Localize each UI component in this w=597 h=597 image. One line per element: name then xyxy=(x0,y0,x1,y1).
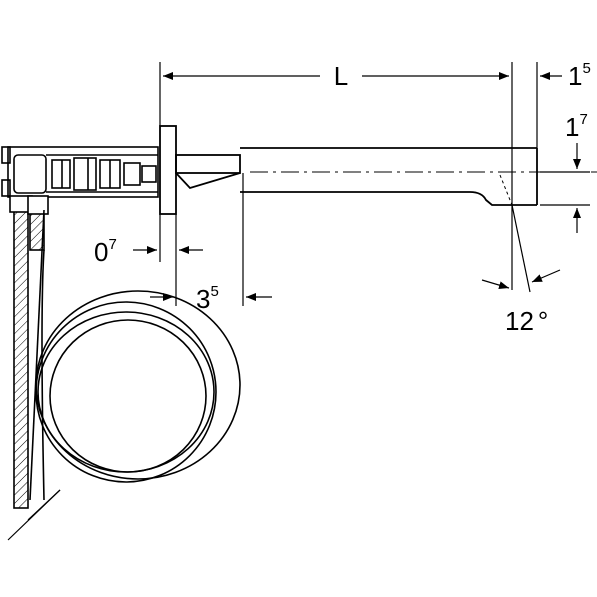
dimension-spout-height-label: 17 xyxy=(565,111,588,142)
dimension-wall-gap xyxy=(133,214,203,262)
dimension-length-label: L xyxy=(334,61,348,91)
supply-pipe xyxy=(9,195,49,509)
dimension-length xyxy=(159,62,513,290)
dimension-tip-offset xyxy=(536,62,562,148)
wall-break-lines xyxy=(7,489,61,541)
wall-housing xyxy=(1,146,159,198)
dimension-spout-height xyxy=(540,143,590,233)
dimension-wall-gap-label: 07 xyxy=(94,236,117,267)
spout xyxy=(240,147,538,206)
dimension-angle-label: 12° xyxy=(505,306,548,336)
dimension-rosette-depth xyxy=(150,173,272,306)
wall-rosette xyxy=(159,125,241,215)
hose-coil xyxy=(29,209,241,501)
dimension-tip-offset-label: 15 xyxy=(568,60,591,91)
dimension-rosette-depth-label: 35 xyxy=(196,283,219,314)
dimension-angle xyxy=(481,204,561,293)
